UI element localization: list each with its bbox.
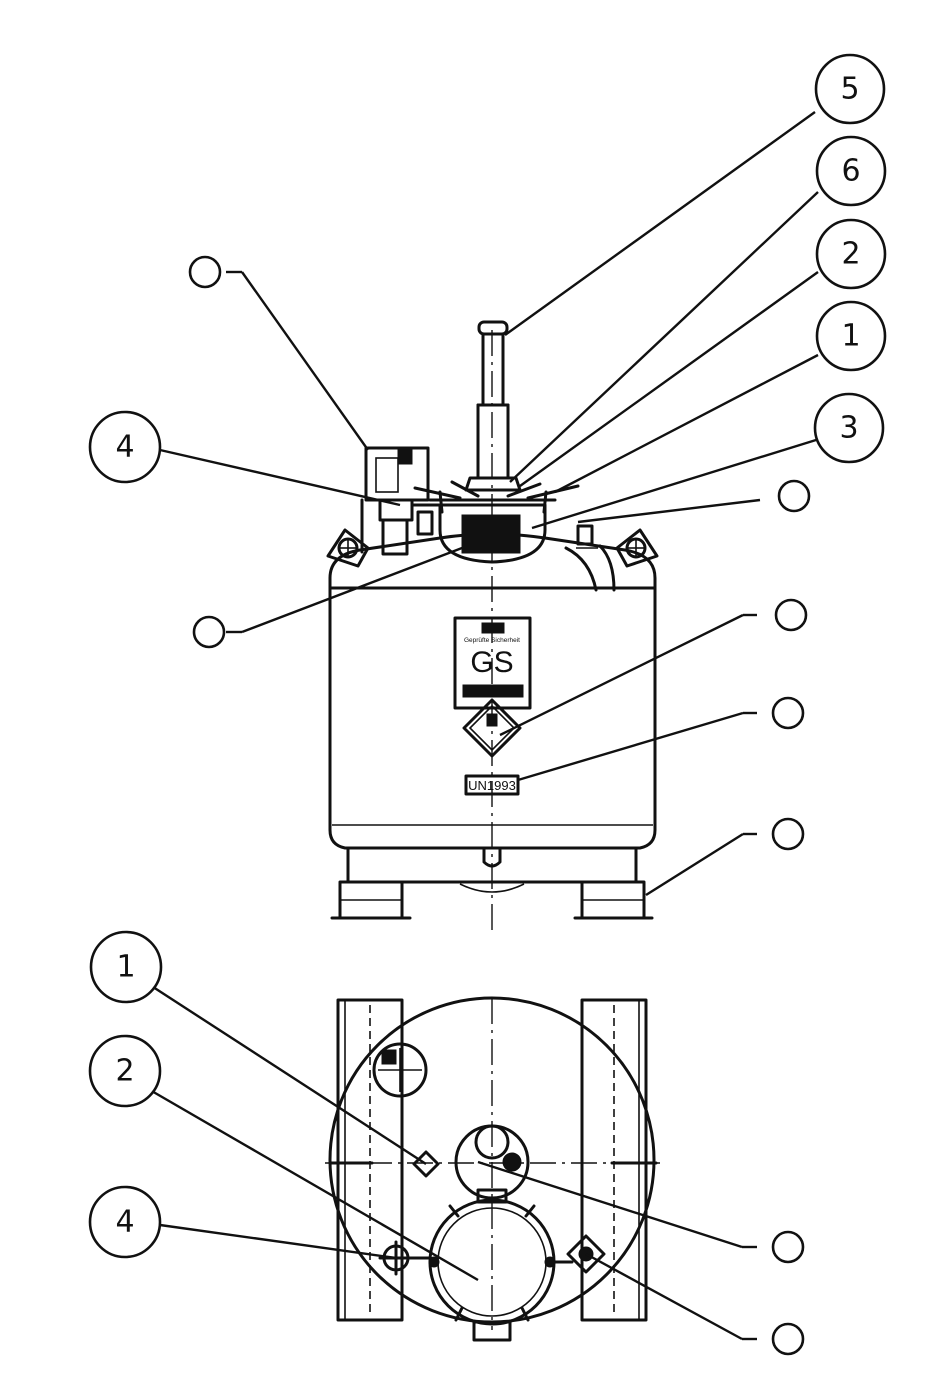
manhole-cover-block	[462, 515, 520, 553]
callout-1-label: 1	[841, 319, 860, 354]
callout-4-label: 4	[115, 430, 134, 465]
top-fitting-left	[374, 1044, 426, 1096]
callout-6: 6	[817, 137, 885, 205]
callout-blank-f	[773, 819, 803, 849]
callout-3: 3	[815, 394, 883, 462]
callout-blank-d	[776, 600, 806, 630]
callout-5-label: 5	[840, 72, 859, 107]
callout-4: 4	[90, 412, 160, 482]
callout-1: 1	[817, 302, 885, 370]
callout-top-blank-b	[773, 1324, 803, 1354]
front-view: Geprüfte Sicherheit GS UN1993	[90, 55, 885, 930]
callout-blank-b	[779, 481, 809, 511]
callout-6-label: 6	[841, 154, 860, 189]
callout-top-1: 1	[91, 932, 161, 1002]
callout-blank-a	[190, 257, 220, 287]
callout-5: 5	[816, 55, 884, 123]
un-plate-text: UN1993	[468, 778, 516, 793]
callout-2: 2	[817, 220, 885, 288]
callout-top-4: 4	[90, 1187, 160, 1257]
callout-top-1-label: 1	[116, 950, 135, 985]
callout-top-4-label: 4	[115, 1205, 134, 1240]
top-view: 1 2 4	[90, 932, 803, 1354]
gs-plate: Geprüfte Sicherheit GS	[455, 618, 530, 708]
callout-top-blank-a	[773, 1232, 803, 1262]
lifting-lug-right	[617, 530, 657, 566]
vent-pipe	[466, 322, 520, 490]
valve-housing	[362, 448, 440, 554]
callout-top-2-label: 2	[115, 1054, 134, 1089]
gs-plate-mark: GS	[470, 646, 513, 679]
callout-top-2: 2	[90, 1036, 160, 1106]
callout-2-label: 2	[841, 237, 860, 272]
top-leaders	[150, 985, 757, 1339]
callout-blank-c	[194, 617, 224, 647]
gs-plate-small-text: Geprüfte Sicherheit	[464, 637, 520, 644]
side-pipe	[566, 526, 614, 590]
un-plate: UN1993	[466, 776, 518, 794]
callout-3-label: 3	[839, 411, 858, 446]
top-fitting-right	[554, 1236, 604, 1272]
callout-blank-e	[773, 698, 803, 728]
